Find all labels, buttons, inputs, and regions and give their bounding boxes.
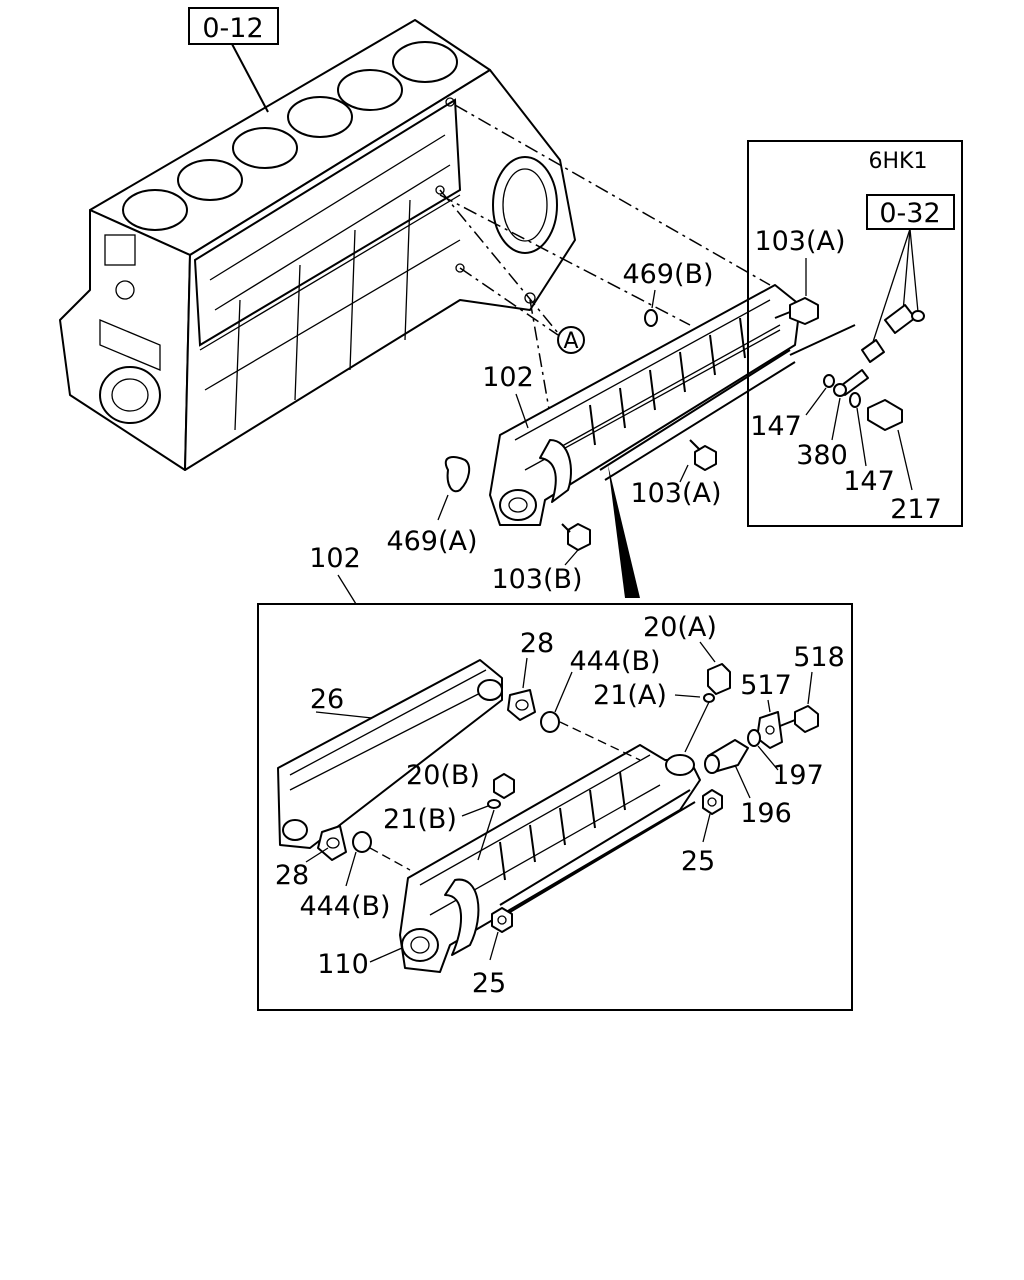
label-102-top: 102 — [482, 362, 534, 393]
leader-block-cooler-mid — [439, 194, 691, 326]
detail-pointer — [608, 465, 640, 598]
gasket-28-bottom: 28 — [275, 825, 347, 891]
marker-a: A — [439, 189, 585, 354]
washer-197: 197 — [747, 729, 824, 791]
callout-102-top: 102 — [482, 362, 534, 429]
label-444b-bottom: 444(B) — [299, 891, 390, 922]
bolt-103b: 103(B) — [491, 523, 591, 595]
label-103b: 103(B) — [491, 564, 582, 595]
label-147-b: 147 — [843, 466, 895, 497]
bolt-103a-top: 103(A) — [754, 226, 846, 325]
gasket-469b: 469(B) — [622, 259, 714, 327]
plug-20a: 20(A) — [643, 612, 731, 695]
leader-detail-upper — [559, 721, 641, 761]
label-26: 26 — [310, 684, 344, 715]
box-connector-line — [789, 324, 856, 356]
label-103a-mid: 103(A) — [630, 478, 721, 509]
label-517: 517 — [740, 670, 792, 701]
label-197: 197 — [772, 760, 824, 791]
label-20b: 20(B) — [406, 760, 480, 791]
label-21b: 21(B) — [383, 804, 457, 835]
engine-block — [59, 19, 576, 471]
detail-box-102: 102 26 28 444(B) — [257, 543, 853, 1011]
seal-21a: 21(A) — [593, 680, 715, 753]
variant-box-6hk1: 6HK1 0-32 147 380 147 217 — [747, 140, 963, 527]
variant-label: 6HK1 — [869, 149, 928, 174]
label-25-right: 25 — [681, 846, 715, 877]
cooler-element-26: 26 — [277, 659, 503, 849]
label-28-top: 28 — [520, 628, 554, 659]
label-196: 196 — [740, 798, 792, 829]
label-102-detail: 102 — [309, 543, 361, 574]
label-217: 217 — [890, 494, 942, 525]
plug-20b: 20(B) — [406, 760, 515, 799]
bolt-518: 518 — [779, 642, 845, 733]
gasket-469a: 469(A) — [386, 456, 478, 557]
nut-25-right: 25 — [681, 789, 723, 877]
ref-box-block[interactable]: 0-12 — [188, 7, 279, 113]
label-110: 110 — [317, 949, 369, 980]
label-103a-top: 103(A) — [754, 226, 845, 257]
label-28-bottom: 28 — [275, 860, 309, 891]
label-518: 518 — [793, 642, 845, 673]
oring-444b-top: 444(B) — [540, 646, 661, 733]
bracket-517: 517 — [740, 670, 792, 749]
label-147-a: 147 — [750, 411, 802, 442]
nut-25-bottom: 25 — [472, 907, 513, 999]
label-469a: 469(A) — [386, 526, 477, 557]
oil-cooler-housing-110: 110 — [317, 744, 701, 980]
marker-a-label: A — [563, 329, 578, 354]
leader-block-cooler-low — [529, 299, 551, 416]
oring-444b-bottom: 444(B) — [299, 831, 391, 922]
leader-detail-lower — [369, 847, 411, 871]
label-380: 380 — [796, 440, 848, 471]
bolt-103a-mid: 103(A) — [630, 439, 722, 509]
sensor-196: 196 — [704, 739, 792, 829]
label-444b-top: 444(B) — [569, 646, 660, 677]
label-469b: 469(B) — [622, 259, 713, 290]
ref-fuel-label: 0-32 — [879, 198, 940, 229]
label-25-bottom: 25 — [472, 968, 506, 999]
ref-box-fuel[interactable]: 0-32 — [866, 194, 955, 230]
seal-21b: 21(B) — [383, 799, 501, 861]
label-20a: 20(A) — [643, 612, 717, 643]
ref-block-label: 0-12 — [202, 13, 263, 44]
gasket-28-top: 28 — [507, 628, 554, 721]
label-21a: 21(A) — [593, 680, 667, 711]
oil-cooler-assembly-top — [489, 284, 801, 526]
leader-block-cooler-top — [454, 104, 771, 286]
